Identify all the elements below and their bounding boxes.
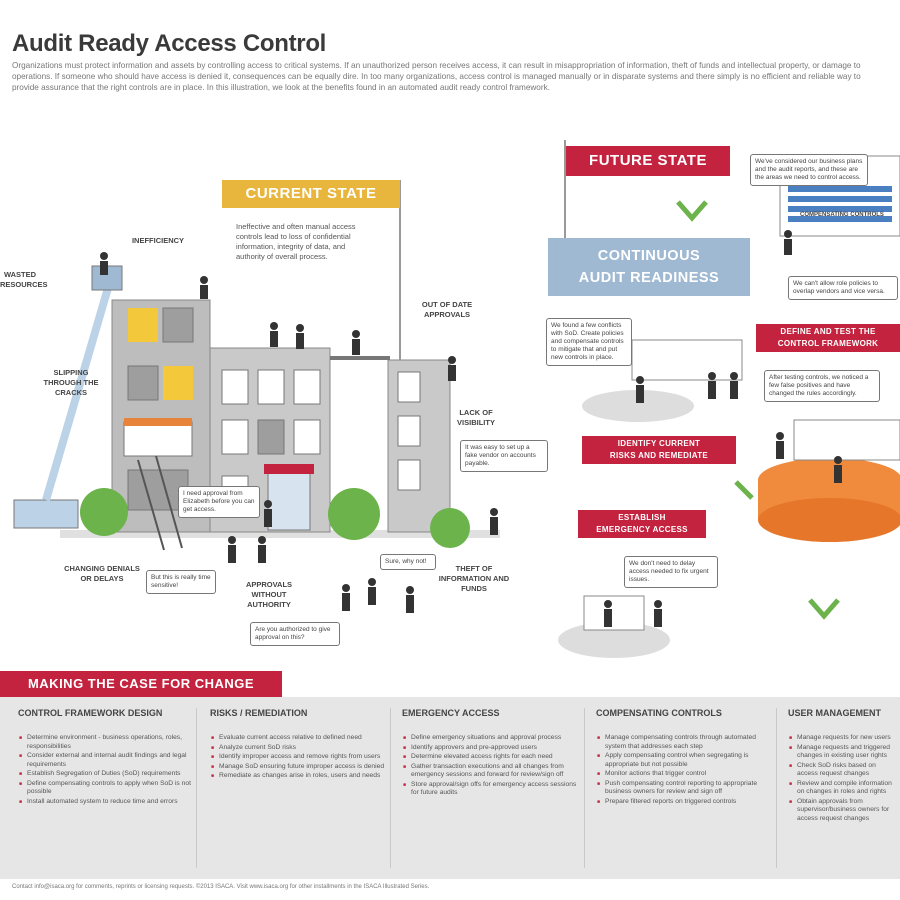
label-wasted-resources: WASTED RESOURCES bbox=[0, 270, 48, 289]
current-state-description: Ineffective and often manual access cont… bbox=[236, 222, 356, 261]
current-state-illustration bbox=[13, 180, 500, 613]
list-item: Manage compensating controls through aut… bbox=[597, 734, 776, 751]
list-item: Install automated system to reduce time … bbox=[19, 798, 198, 807]
define-line-2: CONTROL FRAMEWORK bbox=[777, 339, 879, 348]
column-risks-remediation: RISKS / REMEDIATION Evaluate current acc… bbox=[210, 708, 390, 782]
list-item: Manage SoD ensuring future improper acce… bbox=[211, 763, 390, 772]
compensating-sheet-label: COMPENSATING CONTROLS bbox=[800, 212, 884, 218]
list-item: Consider external and internal audit fin… bbox=[19, 752, 198, 769]
column-divider bbox=[584, 708, 585, 868]
list-item: Apply compensating control when segregat… bbox=[597, 752, 776, 769]
speech-bubble-fake-vendor: It was easy to set up a fake vendor on a… bbox=[460, 440, 548, 472]
list-item: Determine elevated access rights for eac… bbox=[403, 753, 582, 762]
column-heading: COMPENSATING CONTROLS bbox=[596, 708, 722, 718]
list-item: Define compensating controls to apply wh… bbox=[19, 780, 198, 797]
list-item: Monitor actions that trigger control bbox=[597, 770, 776, 779]
column-heading: CONTROL FRAMEWORK DESIGN bbox=[18, 708, 163, 718]
continuous-audit-readiness-banner: CONTINUOUS AUDIT READINESS bbox=[548, 238, 750, 296]
list-item: Manage requests and triggered changes in… bbox=[789, 744, 898, 761]
footer-text: Contact info@isaca.org for comments, rep… bbox=[12, 884, 430, 890]
list-item: Establish Segregation of Duties (SoD) re… bbox=[19, 770, 198, 779]
current-state-banner: CURRENT STATE bbox=[222, 180, 400, 208]
label-approvals-without-authority: APPROVALS WITHOUT AUTHORITY bbox=[245, 580, 293, 609]
label-slipping-through: SLIPPING THROUGH THE CRACKS bbox=[43, 368, 99, 397]
identify-line-1: IDENTIFY CURRENT bbox=[617, 439, 701, 448]
define-line-1: DEFINE AND TEST THE bbox=[780, 327, 876, 336]
future-sod-bubble: We found a few conflicts with SoD. Creat… bbox=[546, 318, 632, 366]
column-heading: USER MANAGEMENT bbox=[788, 708, 882, 718]
speech-bubble-sure: Sure, why not! bbox=[380, 554, 436, 570]
identify-risks-tag: IDENTIFY CURRENT RISKS AND REMEDIATE bbox=[582, 436, 736, 464]
continuous-label: CONTINUOUS bbox=[597, 248, 701, 264]
column-compensating-controls: COMPENSATING CONTROLS Manage compensatin… bbox=[596, 708, 776, 807]
establish-emergency-tag: ESTABLISH EMERGENCY ACCESS bbox=[578, 510, 706, 538]
list-item: Define emergency situations and approval… bbox=[403, 734, 582, 743]
future-state-banner: FUTURE STATE bbox=[566, 146, 730, 176]
intro-text: Organizations must protect information a… bbox=[12, 61, 861, 92]
speech-bubble-authorized: Are you authorized to give approval on t… bbox=[250, 622, 340, 646]
case-for-change-banner: MAKING THE CASE FOR CHANGE bbox=[0, 671, 282, 697]
list-item: Review and compile information on change… bbox=[789, 780, 898, 797]
list-item: Push compensating control reporting to a… bbox=[597, 780, 776, 797]
identify-line-2: RISKS AND REMEDIATE bbox=[609, 451, 709, 460]
list-item: Identify improper access and remove righ… bbox=[211, 753, 390, 762]
list-item: Determine environment - business operati… bbox=[19, 734, 198, 751]
list-item: Gather transaction executions and all ch… bbox=[403, 763, 582, 780]
establish-line-2: EMERGENCY ACCESS bbox=[596, 525, 688, 534]
list-item: Obtain approvals from supervisor/busines… bbox=[789, 798, 898, 824]
future-top-note: We've considered our business plans and … bbox=[750, 154, 868, 186]
label-theft-of-information: THEFT OF INFORMATION AND FUNDS bbox=[438, 564, 510, 593]
emergency-bubble: We don't need to delay access needed to … bbox=[624, 556, 718, 588]
list-item: Analyze current SoD risks bbox=[211, 744, 390, 753]
list-item: Evaluate current access relative to defi… bbox=[211, 734, 390, 743]
page-title: Audit Ready Access Control bbox=[12, 30, 327, 57]
column-control-framework: CONTROL FRAMEWORK DESIGN Determine envir… bbox=[18, 708, 198, 807]
list-item: Manage requests for new users bbox=[789, 734, 898, 743]
future-state-illustration bbox=[558, 140, 900, 658]
column-divider bbox=[776, 708, 777, 868]
list-item: Remediate as changes arise in roles, use… bbox=[211, 772, 390, 781]
future-testing-bubble: After testing controls, we noticed a few… bbox=[764, 370, 880, 402]
audit-readiness-label: AUDIT READINESS bbox=[578, 270, 720, 286]
label-out-of-date-approvals: OUT OF DATE APPROVALS bbox=[421, 300, 473, 319]
speech-bubble-time-sensitive: But this is really time sensitive! bbox=[146, 570, 216, 594]
establish-line-1: ESTABLISH bbox=[618, 513, 666, 522]
list-item: Identify approvers and pre-approved user… bbox=[403, 744, 582, 753]
label-changing-denials: CHANGING DENIALS OR DELAYS bbox=[64, 564, 140, 583]
define-and-test-tag: DEFINE AND TEST THE CONTROL FRAMEWORK bbox=[756, 324, 900, 352]
column-heading: EMERGENCY ACCESS bbox=[402, 708, 500, 718]
future-warning-note: We can't allow role policies to overlap … bbox=[788, 276, 898, 300]
crane-base bbox=[13, 499, 79, 529]
list-item: Store approval/sign offs for emergency a… bbox=[403, 781, 582, 798]
column-user-management: USER MANAGEMENT Manage requests for new … bbox=[788, 708, 898, 824]
column-emergency-access: EMERGENCY ACCESS Define emergency situat… bbox=[402, 708, 582, 799]
label-lack-of-visibility: LACK OF VISIBILITY bbox=[457, 408, 495, 427]
list-item: Prepare filtered reports on triggered co… bbox=[597, 798, 776, 807]
label-inefficiency: INEFFICIENCY bbox=[131, 236, 185, 245]
column-heading: RISKS / REMEDIATION bbox=[210, 708, 308, 718]
list-item: Check SoD risks based on access request … bbox=[789, 762, 898, 779]
speech-bubble-approval: I need approval from Elizabeth before yo… bbox=[178, 486, 260, 518]
column-divider bbox=[390, 708, 391, 868]
column-divider bbox=[196, 708, 197, 868]
